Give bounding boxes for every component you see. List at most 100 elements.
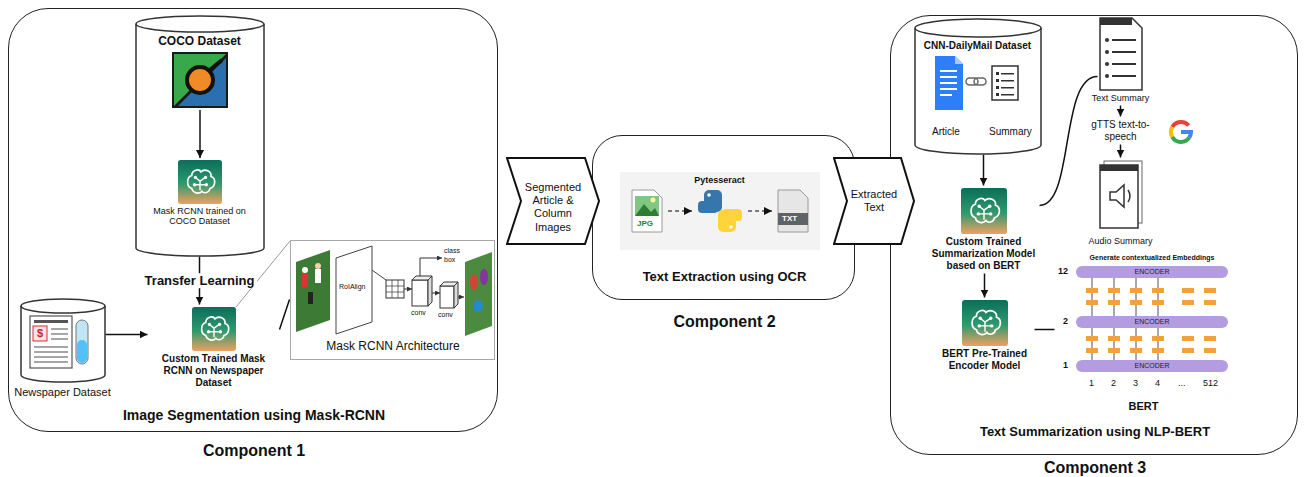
summary-document-icon — [1112, 40, 1136, 76]
coco-logo — [187, 67, 213, 93]
bert-encoder-stack — [1114, 278, 1115, 316]
mask-rcnn-architecture — [465, 252, 492, 336]
mask-rcnn-architecture — [386, 292, 404, 293]
bert-encoder-stack — [1136, 278, 1137, 316]
bert-encoder-stack — [1086, 288, 1098, 293]
dataset-documents — [996, 72, 999, 75]
layer-number: 2 — [1063, 316, 1068, 327]
dataset-documents — [996, 72, 1014, 96]
token-index: 3 — [1133, 378, 1138, 389]
node-text: Text Summary — [1083, 93, 1159, 104]
summary-document-icon — [1112, 39, 1136, 41]
bert-encoder-stack — [1152, 288, 1164, 293]
mask-rcnn-architecture — [308, 292, 313, 304]
mask-rcnn-architecture — [315, 269, 321, 283]
bert-encoder-stack — [1086, 336, 1098, 341]
ocr-pipeline-picture — [778, 190, 808, 232]
audio-document-icon — [1100, 161, 1142, 228]
newspaper-icon — [30, 316, 72, 368]
layer-number: 1 — [1063, 360, 1068, 371]
ocr-pipeline-picture — [707, 193, 711, 197]
component-panel: Text Extraction using OCRComponent 2Pyte… — [592, 135, 855, 300]
flow-chevron: Segmented Article & Column Images — [506, 157, 600, 245]
model-node: BERT Pre-Trained Encoder Model — [935, 298, 1035, 393]
dataset-documents — [966, 78, 978, 85]
token-index: 512 — [1203, 378, 1218, 389]
token-index: 2 — [1111, 378, 1116, 389]
dataset-cylinder: Newspaper Dataset — [20, 298, 106, 402]
newspaper-icon — [30, 316, 88, 368]
newspaper-icon — [76, 320, 88, 364]
chevron-shape — [834, 158, 914, 244]
audio-document-icon — [1100, 165, 1138, 228]
dataset-documents — [1001, 87, 1014, 89]
bert-encoder-stack — [1108, 300, 1120, 305]
bert-encoder-stack — [1076, 266, 1228, 372]
node-text: Text Extraction using OCR — [593, 269, 856, 285]
google-logo — [1181, 132, 1191, 138]
node-text: Custom Trained Summarization Model based… — [928, 236, 1040, 272]
connector — [280, 300, 290, 330]
dataset-documents — [996, 86, 999, 89]
bert-encoder-stack — [1108, 348, 1120, 353]
bert-encoder-stack — [1182, 288, 1194, 293]
bert-encoder-stack — [1158, 328, 1159, 360]
bert-encoder-stack — [1136, 328, 1137, 360]
node-text: Pytesseract — [620, 175, 820, 186]
output-label: class — [444, 247, 460, 255]
bert-encoder-stack — [1130, 336, 1142, 341]
bert-encoder-stack — [1204, 288, 1216, 293]
bert-encoder-stack — [1158, 278, 1159, 316]
google-logo — [1172, 137, 1189, 142]
node-text: BERT — [1055, 400, 1233, 413]
output-label: box — [444, 256, 455, 264]
component-panel: Image Segmentation using Mask-RCNNCompon… — [8, 8, 498, 432]
ocr-pipeline-picture — [635, 204, 659, 216]
ocr-pipeline-picture — [668, 210, 692, 212]
connector — [1035, 329, 1055, 331]
newspaper-icon — [51, 338, 68, 340]
mask-rcnn-architecture — [404, 289, 412, 290]
audio-icon: Audio Summary — [1098, 158, 1144, 250]
ocr-pipeline-picture — [635, 196, 659, 216]
newspaper-icon — [34, 351, 68, 353]
mask-rcnn-architecture — [386, 280, 404, 298]
document-icon: Text Summary — [1098, 15, 1144, 106]
bert-encoder-stack — [1076, 266, 1228, 278]
connector — [1040, 77, 1098, 206]
mask-rcnn-architecture — [236, 241, 492, 336]
image-box: Pytesseract — [620, 172, 820, 250]
coco-logo — [172, 52, 228, 108]
connector — [1120, 145, 1122, 158]
bert-encoder-stack — [1204, 348, 1216, 353]
ocr-pipeline-picture — [698, 201, 718, 213]
newspaper-icon — [77, 340, 87, 363]
bert-encoder-stack — [1130, 348, 1142, 353]
icon-caption: Summary — [989, 126, 1032, 138]
mask-rcnn-architecture — [412, 280, 428, 306]
mask-rcnn-architecture — [432, 293, 440, 294]
cylinder-shape — [915, 19, 1041, 37]
node-text: COCO Dataset — [135, 34, 265, 48]
coco-logo — [174, 54, 226, 106]
cylinder-shape — [20, 298, 106, 383]
summary-document-icon — [1105, 38, 1109, 78]
mask-rcnn-architecture — [372, 270, 386, 280]
dataset-documents — [1001, 80, 1014, 82]
node-text: BERT Pre-Trained Encoder Model — [935, 348, 1035, 372]
bert-encoder-stack — [1130, 300, 1142, 305]
dataset-documents — [935, 56, 963, 110]
model-icon — [178, 160, 222, 204]
mask-rcnn-architecture — [473, 300, 483, 312]
ocr-pipeline-picture — [748, 210, 772, 212]
bert-encoder-stack — [1108, 336, 1120, 341]
token-index: ... — [1178, 378, 1186, 389]
coco-logo — [199, 110, 201, 158]
process-label: gTTS text-to-speech — [1083, 117, 1159, 145]
summary-document-icon — [1105, 38, 1109, 42]
connector — [106, 334, 148, 336]
newspaper-icon — [34, 356, 68, 358]
audio-document-icon — [1110, 185, 1124, 207]
component-title: Component 2 — [593, 312, 856, 331]
newspaper-icon — [34, 320, 68, 323]
